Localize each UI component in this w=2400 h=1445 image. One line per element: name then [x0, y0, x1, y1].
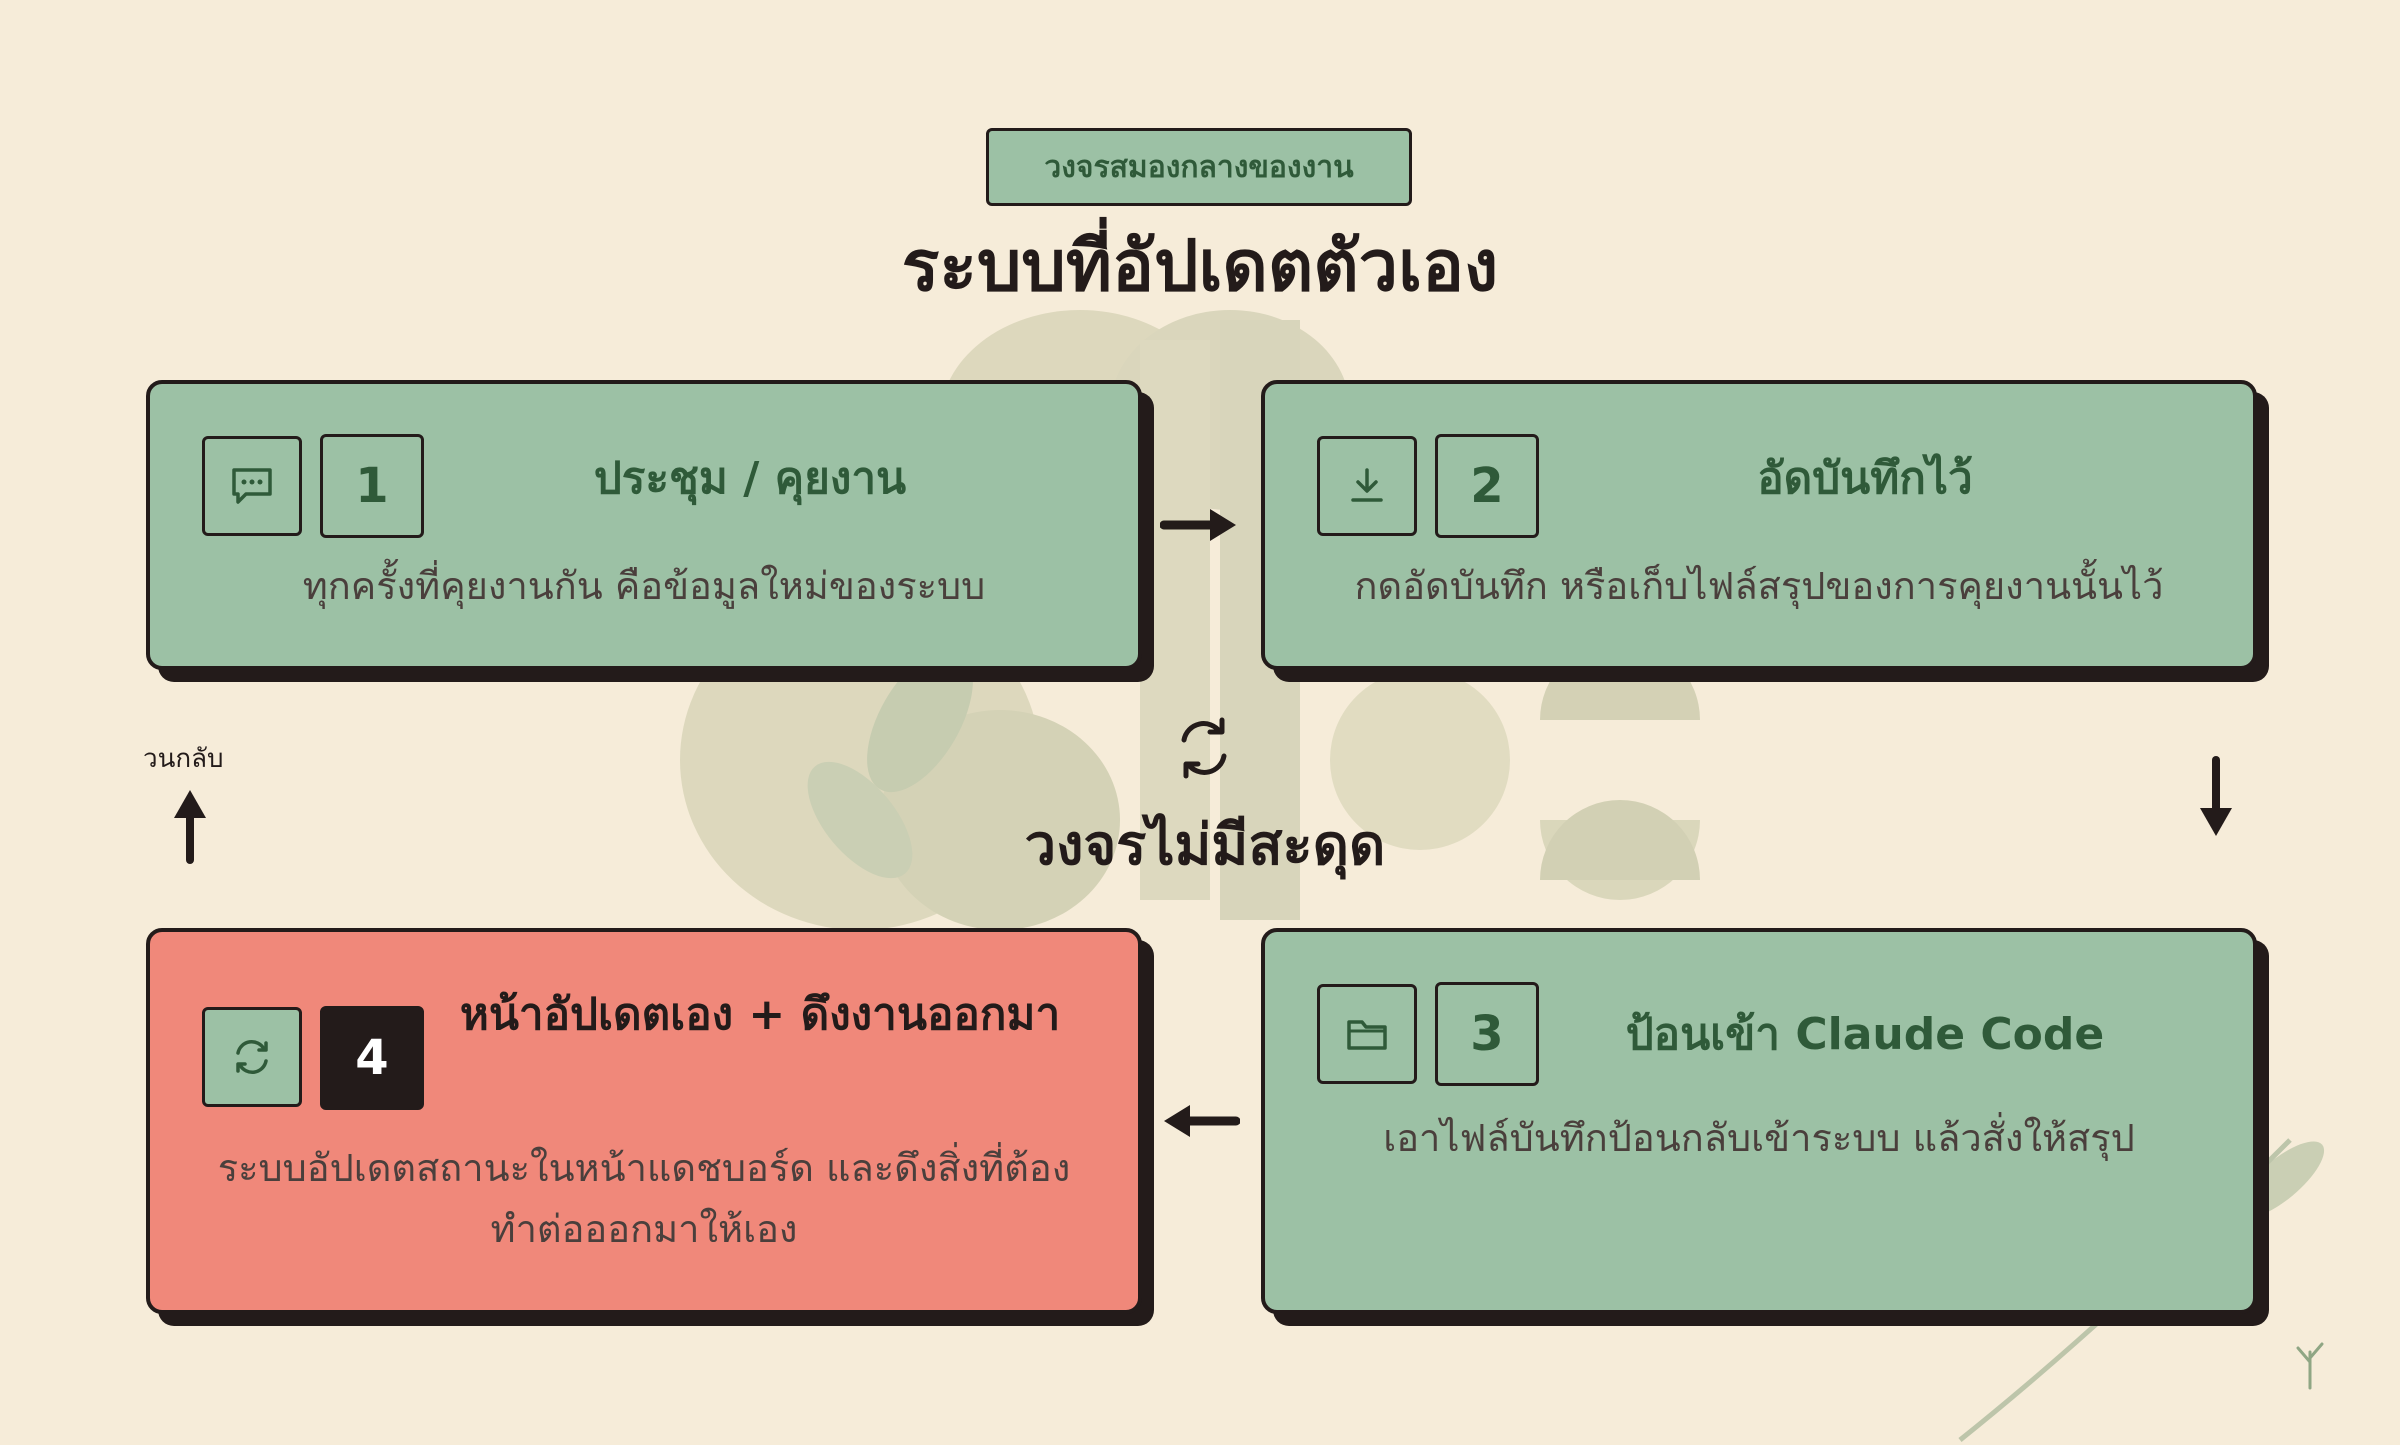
cycle-label: วงจรไม่มีสะดุด: [1024, 813, 1386, 878]
step-title: ประชุม / คุยงาน: [593, 453, 907, 504]
arrow-up-icon: [174, 790, 206, 864]
arrow-right-icon: [1160, 509, 1236, 541]
step-description: ระบบอัปเดตสถานะในหน้าแดชบอร์ด และดึงสิ่ง…: [217, 1146, 1071, 1251]
step-card-3: 3 ป้อนเข้า Claude Code เอาไฟล์บันทึกป้อน…: [1261, 928, 2257, 1314]
step-card-4: 4 หน้าอัปเดตเอง + ดึงงานออกมา ระบบอัปเดต…: [146, 928, 1142, 1314]
chat-icon: [202, 436, 302, 536]
step-card-1: 1 ประชุม / คุยงาน ทุกครั้งที่คุยงานกัน ค…: [146, 380, 1142, 670]
step-title: หน้าอัปเดตเอง + ดึงงานออกมา: [459, 989, 1061, 1040]
refresh-icon: [202, 1007, 302, 1107]
refresh-icon: [1181, 717, 1227, 779]
page-title: ระบบที่อัปเดตตัวเอง: [901, 225, 1499, 307]
step-description: เอาไฟล์บันทึกป้อนกลับเข้าระบบ แล้วสั่งให…: [1383, 1116, 2135, 1160]
sprout-icon: [2296, 1342, 2324, 1390]
step-number: 2: [1435, 434, 1539, 538]
arrow-down-icon: [2200, 756, 2232, 836]
step-description: กดอัดบันทึก หรือเก็บไฟล์สรุปของการคุยงาน…: [1354, 564, 2164, 608]
step-card-2: 2 อัดบันทึกไว้ กดอัดบันทึก หรือเก็บไฟล์ส…: [1261, 380, 2257, 670]
folder-icon: [1317, 984, 1417, 1084]
step-number: 4: [320, 1006, 424, 1110]
arrow-left-icon: [1164, 1105, 1240, 1137]
loop-back-label: วนกลับ: [143, 744, 224, 774]
download-icon: [1317, 436, 1417, 536]
step-number: 1: [320, 434, 424, 538]
step-title: อัดบันทึกไว้: [1757, 453, 1973, 504]
step-title: ป้อนเข้า Claude Code: [1625, 1009, 2105, 1060]
section-tag: วงจรสมองกลางของงาน: [986, 128, 1412, 206]
step-description: ทุกครั้งที่คุยงานกัน คือข้อมูลใหม่ของระบ…: [302, 564, 986, 608]
step-number: 3: [1435, 982, 1539, 1086]
